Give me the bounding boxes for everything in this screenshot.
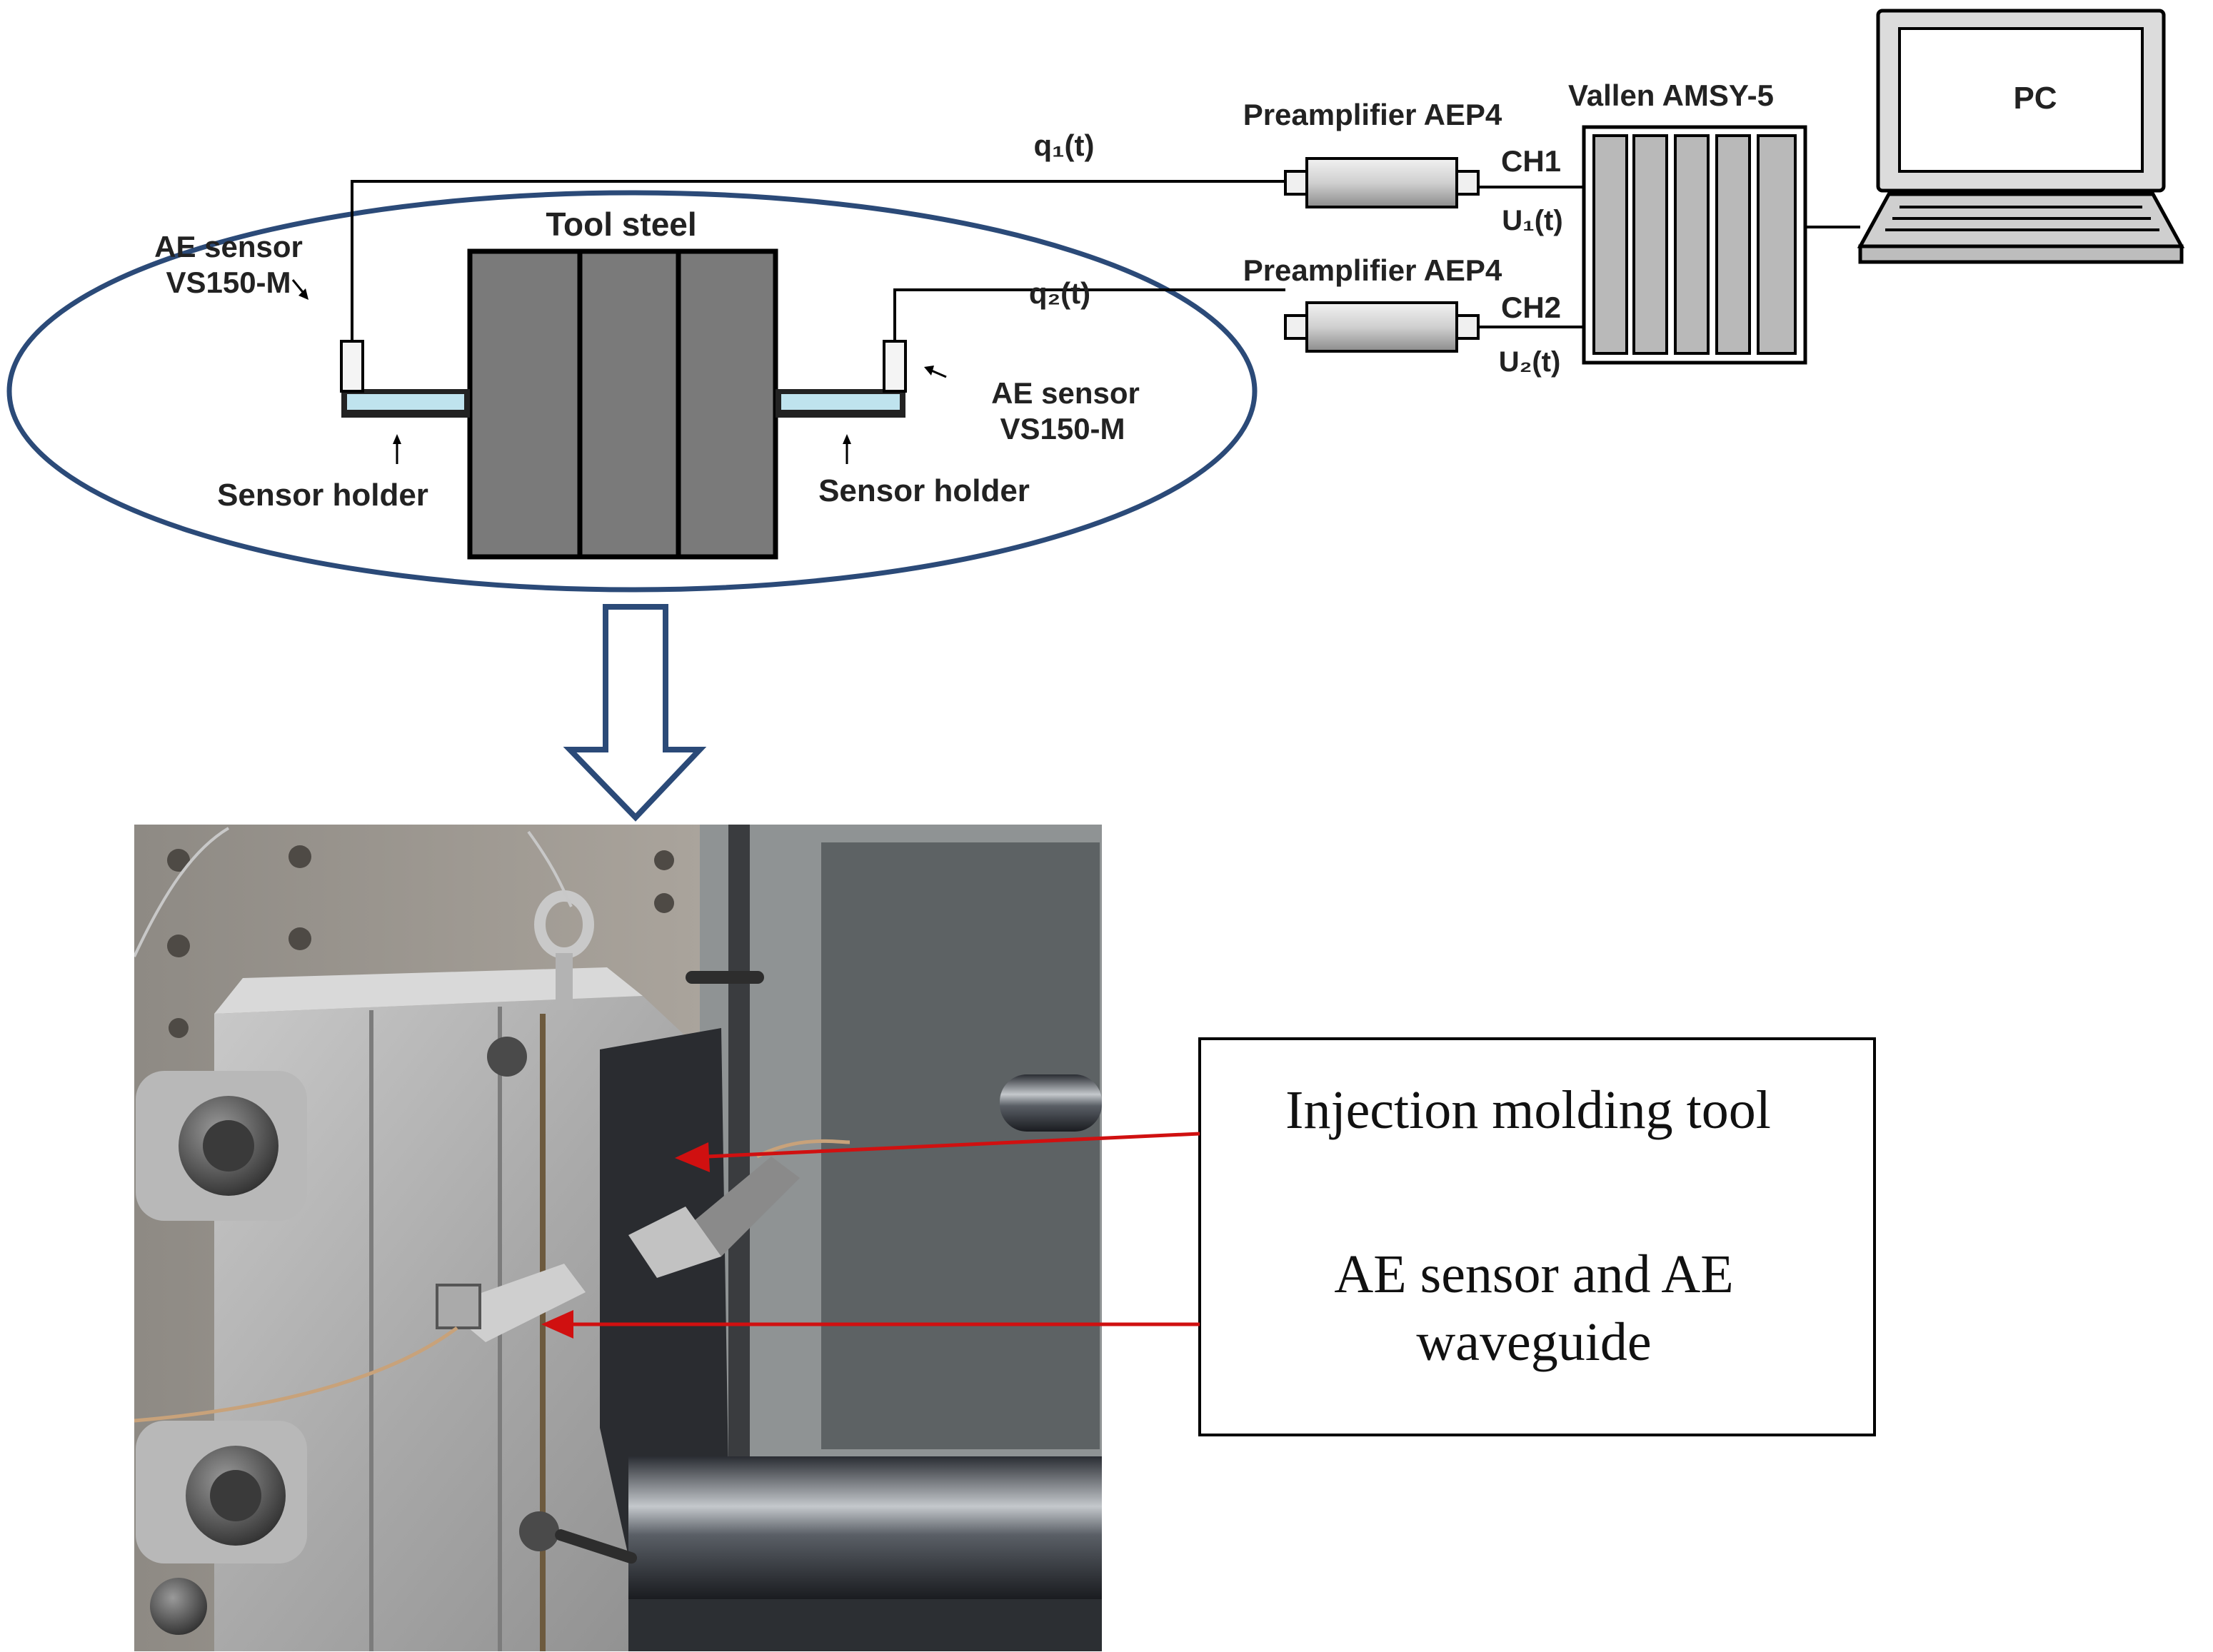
sensor-left-line2: VS150-M (166, 266, 291, 299)
ch1-label: CH1 (1501, 144, 1561, 178)
pc-label: PC (2013, 81, 2057, 116)
down-arrow (563, 604, 707, 822)
preamp-top-label: Preamplifier AEP4 (1243, 98, 1502, 131)
holder-left-label: Sensor holder (217, 478, 428, 513)
callout-bottom-line1: AE sensor and AE (1334, 1244, 1733, 1304)
ae-sensor-upper (628, 1139, 850, 1278)
preamp-bottom (1284, 301, 1480, 353)
clamp-bottom (136, 1421, 307, 1635)
cable-q1 (351, 180, 1285, 341)
photo-injection-molding-tool (134, 825, 1102, 1651)
ae-sensor-waveguide-front (134, 1264, 586, 1423)
eye-bolt (534, 890, 594, 1010)
ch2-label: CH2 (1501, 291, 1561, 324)
pc-laptop-icon (1857, 9, 2185, 264)
sensor-pointer-left (291, 279, 308, 300)
tool-steel-label: Tool steel (546, 206, 696, 243)
holder-pointer-left (393, 434, 401, 464)
u1-label: U₁(t) (1502, 205, 1562, 236)
vallen-amsy5 (1582, 125, 1807, 365)
clamp-top (136, 1071, 307, 1221)
sensor-right-line1: AE sensor (991, 376, 1140, 410)
red-arrow-bottom (541, 1310, 1200, 1339)
vallen-label: Vallen AMSY-5 (1568, 79, 1774, 112)
signal-q2-label: q₂(t) (1029, 276, 1090, 310)
tool-steel-block (467, 248, 778, 560)
callout-box: Injection molding tool AE sensor and AE … (1198, 1037, 1876, 1436)
holder-pointer-right (843, 434, 851, 464)
cable-q2 (893, 288, 1285, 341)
holder-right-label: Sensor holder (818, 473, 1030, 508)
left-ae-sensor (340, 340, 364, 393)
red-arrow-top (675, 1132, 1200, 1172)
sensor-right-line2: VS150-M (1000, 412, 1125, 445)
sensor-left-line1: AE sensor (154, 230, 303, 263)
preamp-bottom-label: Preamplifier AEP4 (1243, 253, 1502, 287)
right-ae-sensor (883, 340, 907, 393)
sensor-pointer-right (924, 366, 947, 378)
tie-bar-upper (1000, 1074, 1102, 1132)
signal-q1-label: q₁(t) (1034, 129, 1095, 162)
tie-bar-lower (628, 1456, 1102, 1599)
left-sensor-holder (341, 389, 470, 418)
callout-bottom-line2: waveguide (1416, 1312, 1651, 1372)
tool-ellipse (6, 190, 1258, 593)
right-sensor-holder (776, 389, 905, 418)
preamp-top (1284, 157, 1480, 208)
u2-label: U₂(t) (1499, 346, 1561, 378)
schematic: Tool steel q₁(t) q₂(t) (6, 9, 2185, 822)
callout-top-label: Injection molding tool (1285, 1080, 1771, 1140)
